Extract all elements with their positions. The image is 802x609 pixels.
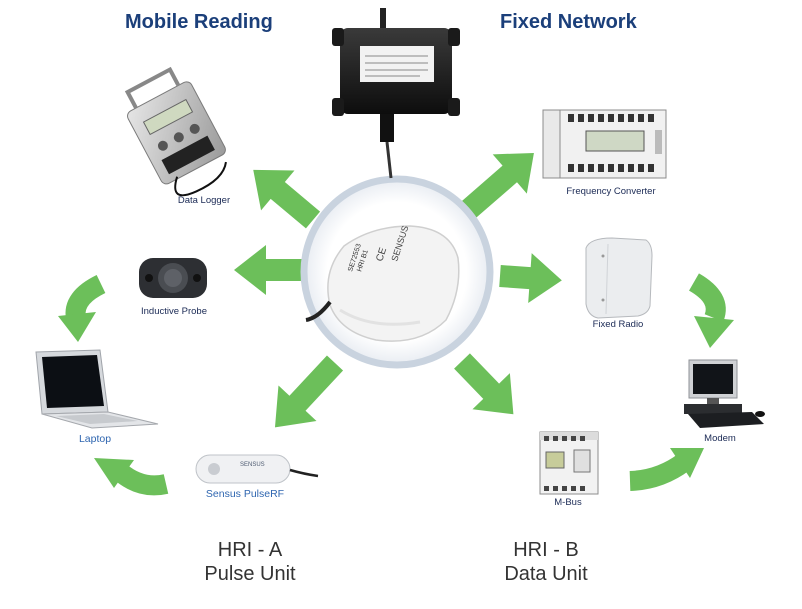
fixed-radio-label: Fixed Radio [592,319,644,330]
arrow-to-inductive-probe [234,245,302,295]
frequency-converter-label: Frequency Converter [566,186,656,197]
inductive-probe-image [139,258,207,298]
hri-a-title: HRI - A [217,539,283,561]
curved-arrow-pulse-rf-to-laptop [94,458,169,496]
pulse-rf-image: SENSUS [195,454,319,484]
arrow-to-pulse-rf [274,355,344,428]
fixed-radio-image [585,237,653,319]
black-transmitter-box [332,8,460,179]
center-ce-mark: CE [374,246,389,263]
arrow-to-fixed-radio [499,253,562,304]
laptop-label: Laptop [78,433,112,445]
fixed-network-heading: Fixed Network [500,11,637,33]
arrow-to-mbus [454,353,514,415]
mobile-reading-heading: Mobile Reading [125,11,273,33]
curved-arrow-radio-to-modem [688,273,734,348]
svg-text:SENSUS: SENSUS [240,462,265,468]
hri-a-caption: HRI - A Pulse Unit [180,538,320,586]
modem-label: Modem [704,433,736,444]
arrow-to-data-logger [253,169,321,229]
hri-a-subtitle: Pulse Unit [204,563,296,585]
frequency-converter-image [542,109,667,179]
modem-image [684,359,765,428]
arrow-to-frequency-converter [458,152,534,221]
data-logger-image [124,66,227,197]
center-hri-device: SE72553 HRI B1 CE SENSUS [300,175,494,369]
inductive-probe-label: Inductive Probe [140,306,207,317]
hri-b-title: HRI - B [513,539,579,561]
laptop-image [35,349,159,429]
curved-arrow-probe-to-laptop [58,274,106,342]
hri-b-subtitle: Data Unit [504,563,588,585]
mbus-image [539,431,599,495]
pulse-rf-label: Sensus PulseRF [205,488,285,500]
hri-b-caption: HRI - B Data Unit [476,538,616,586]
data-logger-label: Data Logger [177,195,231,206]
curved-arrow-mbus-to-modem [629,448,704,491]
mbus-label: M-Bus [554,497,582,508]
